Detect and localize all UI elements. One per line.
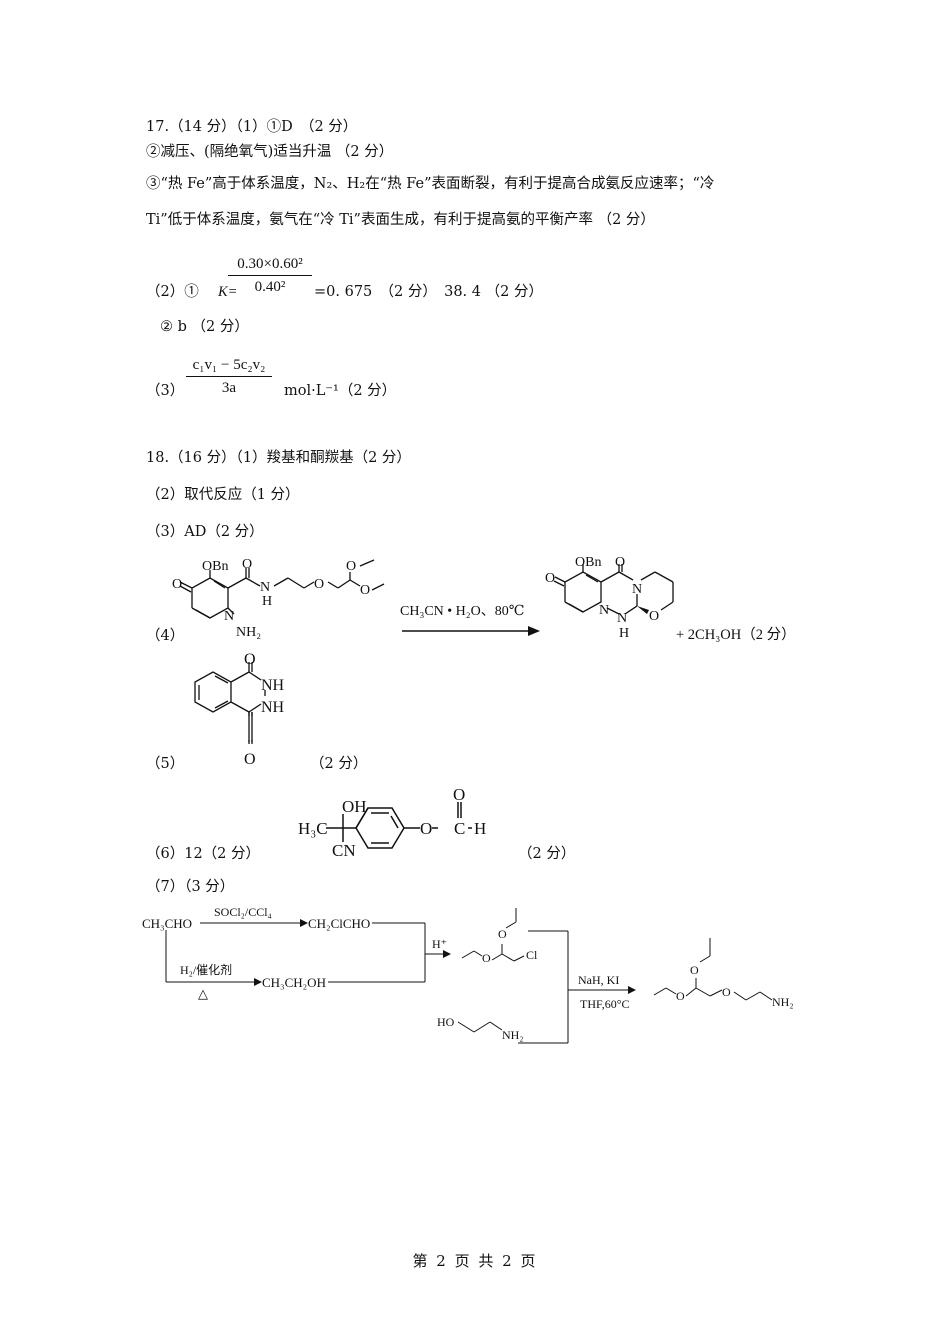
phthal-nh2-label: NH bbox=[261, 699, 285, 716]
product-amide-o-label: O bbox=[615, 555, 625, 570]
phthal-top-o-label: O bbox=[244, 651, 256, 668]
product-nh-n-label: N bbox=[617, 611, 627, 626]
q17-header: 17.（14 分）（1）①D （2 分） bbox=[146, 119, 358, 135]
formate-oh-label: OH bbox=[342, 797, 367, 816]
reactant-o-label: O bbox=[172, 577, 182, 592]
product-obn-label: OBn bbox=[575, 555, 601, 570]
route-reagent3-label: NaH, KI bbox=[578, 973, 619, 987]
q17-k-denominator: 0.40² bbox=[254, 279, 286, 295]
reaction-arrow-icon bbox=[402, 626, 540, 636]
route-acetal-cl-label: Cl bbox=[526, 948, 538, 962]
q17-k-result: =0. 675 （2 分） 38. 4 （2 分） bbox=[314, 284, 543, 300]
formate-carbonyl-o-label: O bbox=[453, 785, 465, 804]
q18-phthalhydrazide-structure: O NH NH O bbox=[194, 651, 285, 768]
q17-part1-3-line2: Ti”低于体系温度，氨气在“冷 Ti”表面生成，有利于提高氨的平衡产率 （2 分… bbox=[146, 212, 655, 228]
q17-conc-fraction: c₁v₁ − 5c₂v₂ 3a bbox=[186, 357, 272, 397]
q17-part1-3-line1: ③“热 Fe”高于体系温度，N₂、H₂在“热 Fe”表面断裂，有利于提高合成氨反… bbox=[146, 176, 715, 192]
route-final-o1-label: O bbox=[676, 989, 685, 1003]
q18-part5-score: （2 分） bbox=[310, 756, 368, 772]
q17-part2-label: （2）① bbox=[146, 284, 199, 300]
route-final-o2-label: O bbox=[690, 963, 699, 977]
formate-ester-o-label: O bbox=[420, 819, 432, 838]
product-nh-h-label: H bbox=[619, 626, 629, 641]
route-final-o3-label: O bbox=[722, 985, 731, 999]
page-footer: 第 2 页 共 2 页 bbox=[412, 1252, 538, 1270]
phthal-bottom-o-label: O bbox=[244, 751, 256, 768]
q18-synthesis-route: CH₃CHO SOCl₂/CCl₄ CH₂ClCHO H₂/催化剂 △ CH₃C… bbox=[142, 905, 794, 1044]
q17-k-numerator: 0.30×0.60² bbox=[228, 256, 312, 276]
route-heat-label: △ bbox=[198, 986, 208, 1001]
q18-part2: （2）取代反应（1 分） bbox=[146, 487, 300, 503]
reactant-ring-n-label: N bbox=[224, 609, 234, 624]
q18-part6-score: （2 分） bbox=[518, 846, 576, 862]
reactant-amide-h-label: H bbox=[262, 594, 272, 609]
q18-part5-label: （5） bbox=[146, 756, 185, 772]
formate-cn-label: CN bbox=[332, 841, 356, 860]
q18-formate-structure: OH H₃C CN O O C H bbox=[298, 785, 486, 860]
route-reagent3-cond-label: THF,60°C bbox=[580, 997, 630, 1011]
q18-reaction-conditions: CH₃CN • H₂O、80℃ bbox=[400, 604, 525, 619]
q18-reactant-structure: O OBn O N H N NH₂ O O O bbox=[172, 557, 385, 640]
product-ketone-o-label: O bbox=[545, 571, 555, 586]
q18-part4-label: （4） bbox=[146, 628, 185, 644]
product-ring-o-label: O bbox=[649, 609, 659, 624]
route-reagent2-label: H₂/催化剂 bbox=[180, 962, 232, 977]
route-amine-ho-label: HO bbox=[437, 1015, 455, 1029]
q18-product-structure: O OBn O N N N H O bbox=[545, 555, 674, 641]
reactant-nh2-label: NH₂ bbox=[236, 625, 261, 640]
reactant-ome2-o-label: O bbox=[360, 583, 370, 598]
phthal-nh1-label: NH bbox=[261, 677, 285, 694]
route-acetal-o2-label: O bbox=[498, 927, 507, 941]
reactant-obn-label: OBn bbox=[202, 559, 228, 574]
q18-part6-label: （6）12（2 分） bbox=[146, 846, 261, 862]
product-amide-n-label: N bbox=[632, 582, 642, 597]
formate-ch3-label: H₃C bbox=[298, 819, 328, 838]
reactant-amide-n-label: N bbox=[260, 580, 270, 595]
formate-h-label: H bbox=[474, 819, 486, 838]
q17-part1-2: ②减压、(隔绝氧气)适当升温 （2 分） bbox=[146, 144, 394, 160]
reactant-ome1-o-label: O bbox=[346, 559, 356, 574]
q17-conc-denominator: 3a bbox=[221, 380, 237, 396]
q17-part3-label: （3） bbox=[146, 383, 185, 399]
q17-part2-2: ② b （2 分） bbox=[160, 319, 249, 335]
q18-byproduct: + 2CH₃OH（2 分） bbox=[676, 627, 796, 643]
q17-k-symbol: K= bbox=[218, 284, 238, 300]
reactant-ether-o-label: O bbox=[314, 577, 324, 592]
q18-part7-label: （7）（3 分） bbox=[146, 879, 235, 895]
route-start-label: CH₃CHO bbox=[142, 916, 192, 931]
reactant-amide-o-label: O bbox=[242, 557, 252, 572]
route-acid-label: H⁺ bbox=[432, 937, 447, 951]
route-product2-label: CH₃CH₂OH bbox=[262, 975, 326, 990]
product-ring-n-label: N bbox=[599, 603, 609, 618]
q17-conc-unit: mol·L⁻¹（2 分） bbox=[284, 383, 397, 399]
q18-header: 18.（16 分）（1）羧基和酮羰基（2 分） bbox=[146, 450, 411, 466]
q17-conc-numerator: c₁v₁ − 5c₂v₂ bbox=[186, 357, 272, 377]
q17-k-fraction: 0.30×0.60² 0.40² bbox=[228, 256, 312, 296]
formate-c-label: C bbox=[454, 819, 465, 838]
route-final-nh2-label: NH₂ bbox=[772, 995, 794, 1009]
route-reagent1-label: SOCl₂/CCl₄ bbox=[214, 905, 272, 919]
route-amine-nh2-label: NH₂ bbox=[502, 1028, 524, 1042]
route-product1-label: CH₂ClCHO bbox=[308, 916, 370, 931]
route-acetal-o1-label: O bbox=[482, 951, 491, 965]
q18-part3: （3）AD（2 分） bbox=[146, 524, 264, 540]
